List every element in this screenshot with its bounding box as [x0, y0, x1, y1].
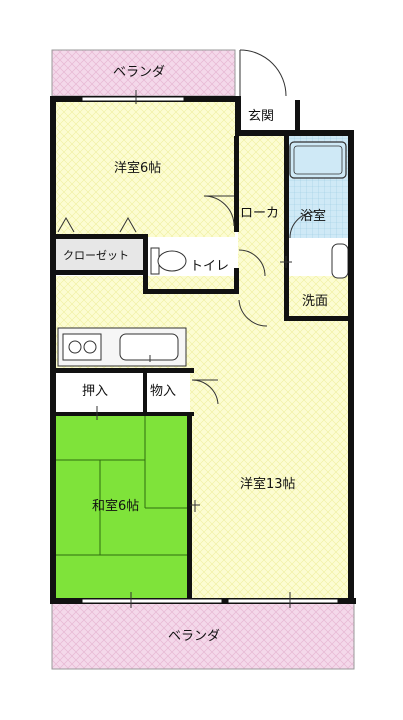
entrance-label: 玄関	[248, 109, 275, 124]
balcony-bottom-label: ベランダ	[168, 629, 221, 644]
bath-label: 浴室	[300, 209, 327, 224]
wash-basin	[331, 243, 349, 279]
balcony-bottom	[51, 602, 355, 670]
washroom-label: 洗面	[302, 294, 329, 309]
door-swings	[191, 49, 317, 405]
floor-western-6	[55, 99, 235, 237]
western-13-label: 洋室13帖	[240, 477, 296, 492]
corridor-label: ローカ	[240, 206, 280, 221]
floor-storage	[146, 372, 190, 414]
bathtub	[289, 141, 347, 179]
balcony-top	[51, 49, 236, 97]
burner-right	[83, 340, 97, 354]
toilet-label: トイレ	[190, 259, 230, 274]
push-in-label: 押入	[82, 384, 109, 399]
windows	[81, 96, 339, 604]
toilet-bowl	[157, 250, 187, 272]
storage-label: 物入	[150, 384, 177, 399]
closet-label: クローゼット	[63, 249, 129, 262]
door-ticks	[96, 90, 292, 608]
japanese-6-label: 和室6帖	[92, 499, 140, 514]
tatami-lines	[55, 414, 189, 556]
floor-push-in	[55, 372, 143, 414]
western-6-label: 洋室6帖	[114, 161, 162, 176]
floor-closet	[55, 237, 143, 273]
sink	[119, 333, 179, 361]
burner-left	[68, 340, 82, 354]
balcony-top-label: ベランダ	[113, 65, 166, 80]
closet-doors	[57, 216, 137, 233]
floor-tatami	[55, 414, 189, 600]
